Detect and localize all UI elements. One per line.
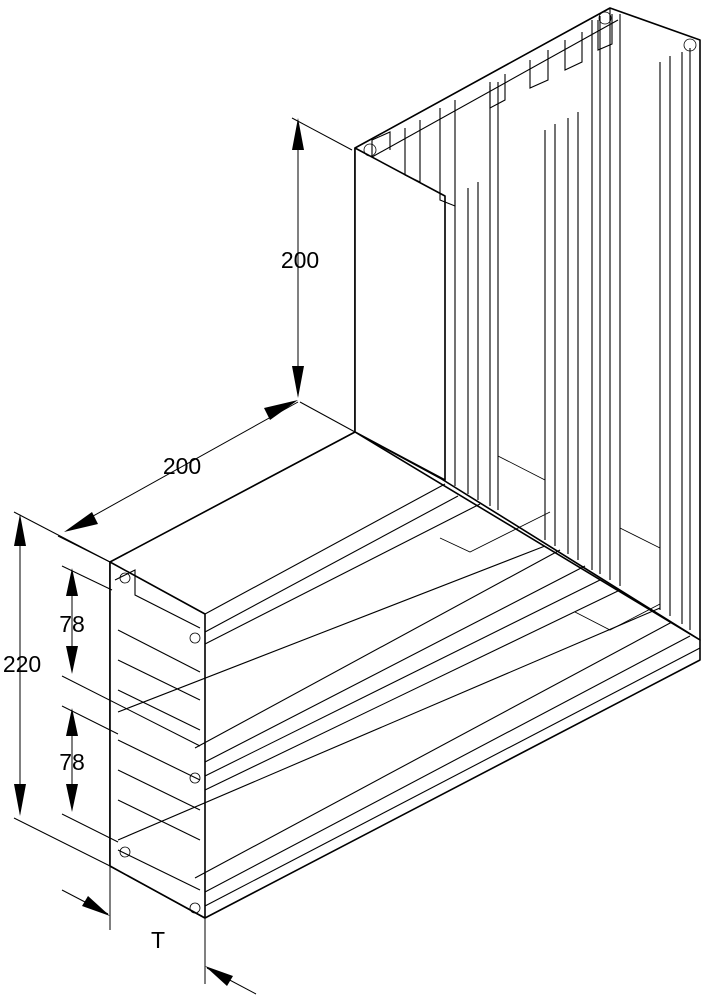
duct-end-face: [109, 561, 206, 919]
depth-label: T: [151, 927, 165, 953]
vertical-leg-front-face: [354, 147, 446, 481]
dimension-lower-78: 78: [59, 705, 119, 843]
overall-height-label: 220: [3, 651, 41, 677]
dimension-upper-78: 78: [59, 565, 201, 747]
vertical-leg-height-label: 200: [281, 247, 319, 273]
lower-compartment-label: 78: [59, 749, 85, 775]
dimension-horizontal-200: 200: [57, 400, 356, 563]
horizontal-leg-length-label: 200: [163, 453, 201, 479]
dimension-vertical-200: 200: [281, 117, 353, 398]
horizontal-duct-leg: [109, 431, 701, 919]
vertical-duct-leg: [354, 7, 701, 641]
dimension-overall-220: 220: [3, 511, 111, 867]
upper-compartment-label: 78: [59, 611, 85, 637]
dimension-depth-T: T: [61, 866, 257, 995]
